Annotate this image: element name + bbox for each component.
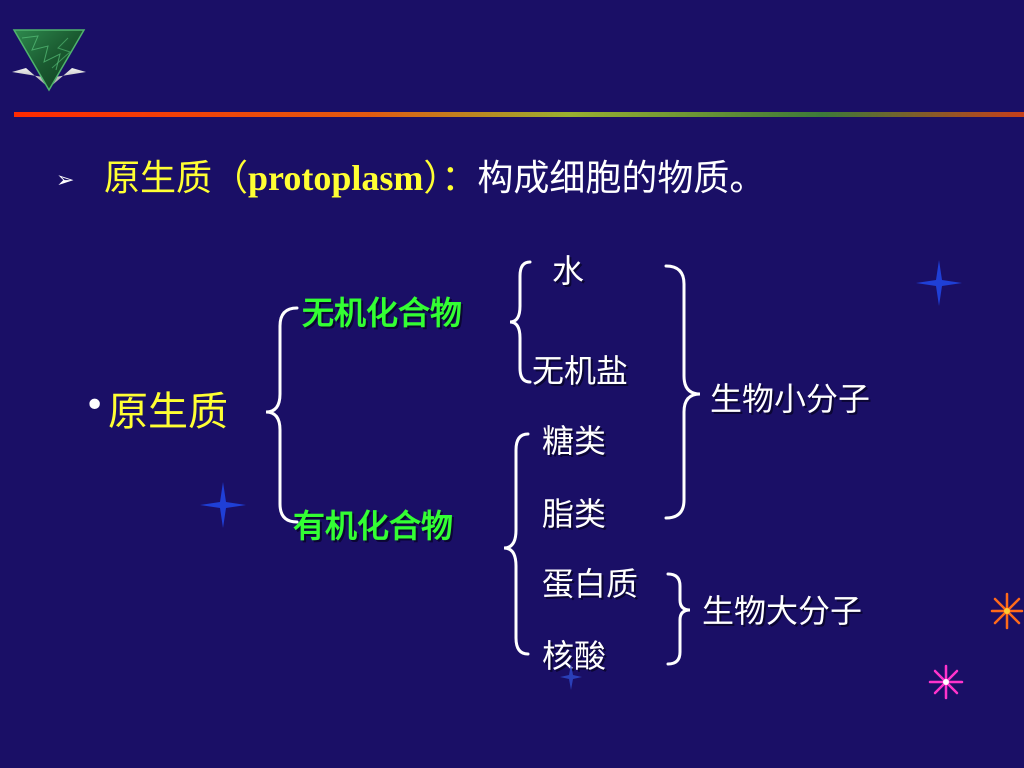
item-protein: 蛋白质 (542, 565, 639, 603)
title-definition: 构成细胞的物质。 (477, 158, 766, 199)
title-term-english: protoplasm (248, 158, 424, 198)
category-inorganic: 无机化合物 (302, 294, 463, 332)
brace-organic (503, 432, 530, 656)
header-divider-line (14, 112, 1024, 117)
main-bullet-icon: • (84, 385, 106, 426)
group-small-molecules: 生物小分子 (710, 380, 871, 418)
item-lipid: 脂类 (542, 495, 607, 533)
category-organic: 有机化合物 (293, 507, 454, 545)
brace-large-molecules (666, 572, 691, 666)
title-bullet-icon: ➢ (56, 168, 75, 193)
item-sugar: 糖类 (542, 422, 607, 460)
star-icon-magenta (928, 664, 964, 700)
item-nucleic-acid: 核酸 (542, 637, 607, 675)
title-term: 原生质（ (104, 158, 249, 199)
star-icon-blue-small (560, 664, 582, 690)
item-salt: 无机盐 (532, 352, 629, 390)
brace-small-molecules (664, 264, 701, 520)
star-icon-blue-left (200, 482, 246, 528)
logo-icon (12, 29, 86, 92)
main-label: 原生质 (108, 389, 228, 435)
item-water: 水 (552, 252, 585, 290)
title-term-close: ）： (423, 158, 478, 199)
star-icon-blue-right (916, 260, 962, 306)
brace-main (265, 306, 299, 524)
group-large-molecules: 生物大分子 (702, 592, 863, 630)
title-line: 原生质（protoplasm）：构成细胞的物质。 (104, 160, 765, 197)
brace-inorganic (509, 260, 532, 384)
star-icon-orange (990, 592, 1024, 630)
